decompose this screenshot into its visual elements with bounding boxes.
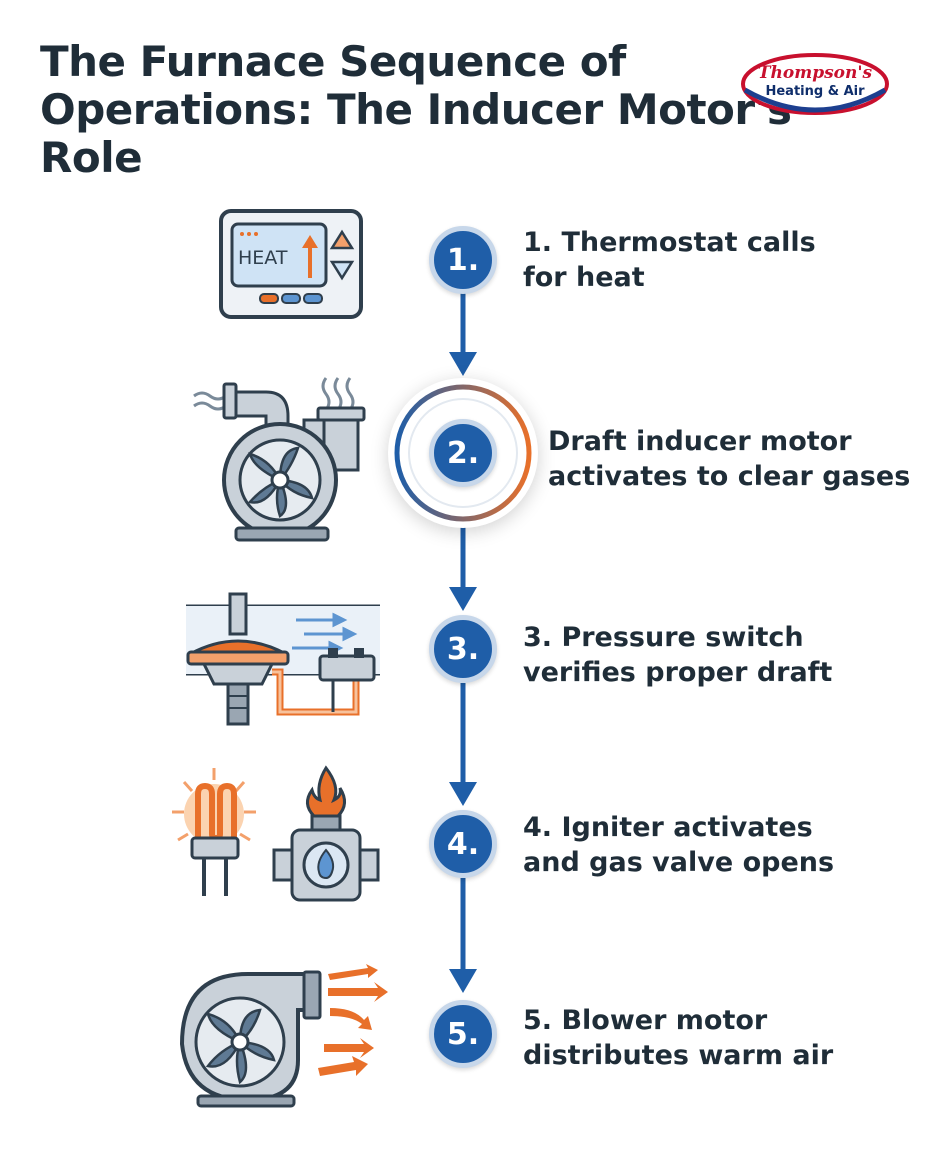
step-5-text: 5. Blower motor distributes warm air	[523, 1005, 834, 1071]
thermostat-display: HEAT	[238, 247, 288, 269]
step-4-text: 4. Igniter activates and gas valve opens	[523, 812, 835, 878]
step-1-text: 1. Thermostat calls for heat	[523, 227, 816, 293]
step-badge: 5.	[429, 1000, 497, 1068]
step-3-text: 3. Pressure switch verifies proper draft	[523, 622, 833, 688]
logo-tagline: Heating & Air	[765, 84, 865, 99]
company-logo: Thompson's Heating & Air	[740, 52, 890, 122]
thermostat-icon: HEAT	[219, 209, 363, 319]
step-2-text: Draft inducer motor activates to clear g…	[548, 426, 911, 492]
step-badge: 2.	[429, 419, 497, 487]
igniter-gas-valve-icon	[172, 765, 380, 902]
logo-name: Thompson's	[757, 63, 873, 83]
step-badge: 4.	[429, 810, 497, 878]
step-badge: 1.	[429, 226, 497, 294]
inducer-motor-icon	[193, 377, 366, 542]
blower-motor-icon	[179, 964, 388, 1108]
pressure-switch-icon	[186, 592, 380, 726]
page-title: The Furnace Sequence of Operations: The …	[40, 37, 792, 182]
step-badge: 3.	[429, 615, 497, 683]
highlight-ring	[394, 384, 532, 522]
